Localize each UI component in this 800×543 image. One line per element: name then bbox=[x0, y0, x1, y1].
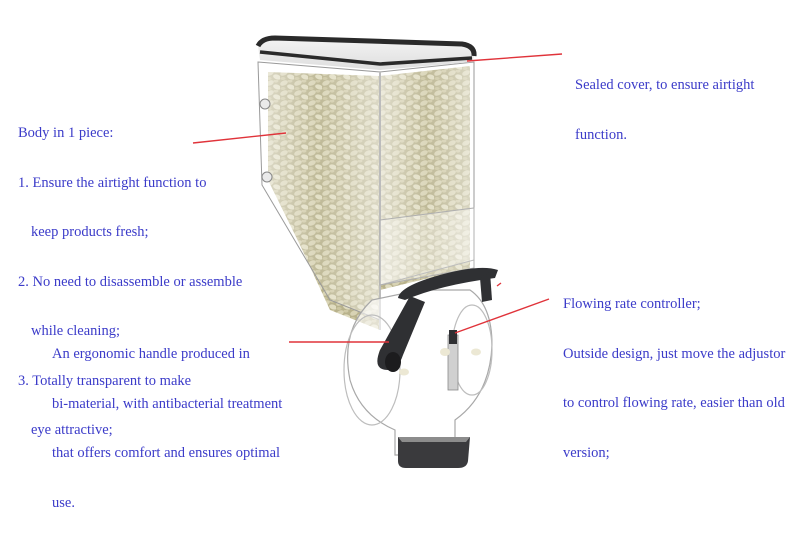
annotation-body: Body in 1 piece: 1. Ensure the airtight … bbox=[18, 125, 243, 438]
handle bbox=[377, 267, 498, 372]
annotation-flow-controller: Flowing rate controller; Outside design,… bbox=[563, 296, 786, 461]
leader-line-controller bbox=[454, 298, 550, 334]
annotation-body-title: Body in 1 piece: bbox=[18, 125, 114, 141]
container-body bbox=[257, 61, 475, 330]
leader-line-cover bbox=[466, 53, 563, 62]
annotation-cover: Sealed cover, to ensure airtight functio… bbox=[575, 77, 755, 143]
dispensing-chamber bbox=[343, 289, 493, 456]
spout-base bbox=[398, 437, 470, 468]
annotation-handle: An ergonomic handle produced in bi-mater… bbox=[52, 346, 283, 511]
leader-line-adjustor-top bbox=[496, 282, 502, 287]
annotation-body-item-1: 1. Ensure the airtight function to bbox=[18, 174, 207, 191]
annotation-body-item-2: 2. No need to disassemble or assemble bbox=[18, 273, 243, 290]
leader-line-body bbox=[192, 132, 287, 144]
sealed-cover bbox=[255, 35, 477, 70]
annotation-body-item-3: 3. Totally transparent to make bbox=[18, 372, 192, 389]
leader-lines bbox=[192, 53, 563, 343]
